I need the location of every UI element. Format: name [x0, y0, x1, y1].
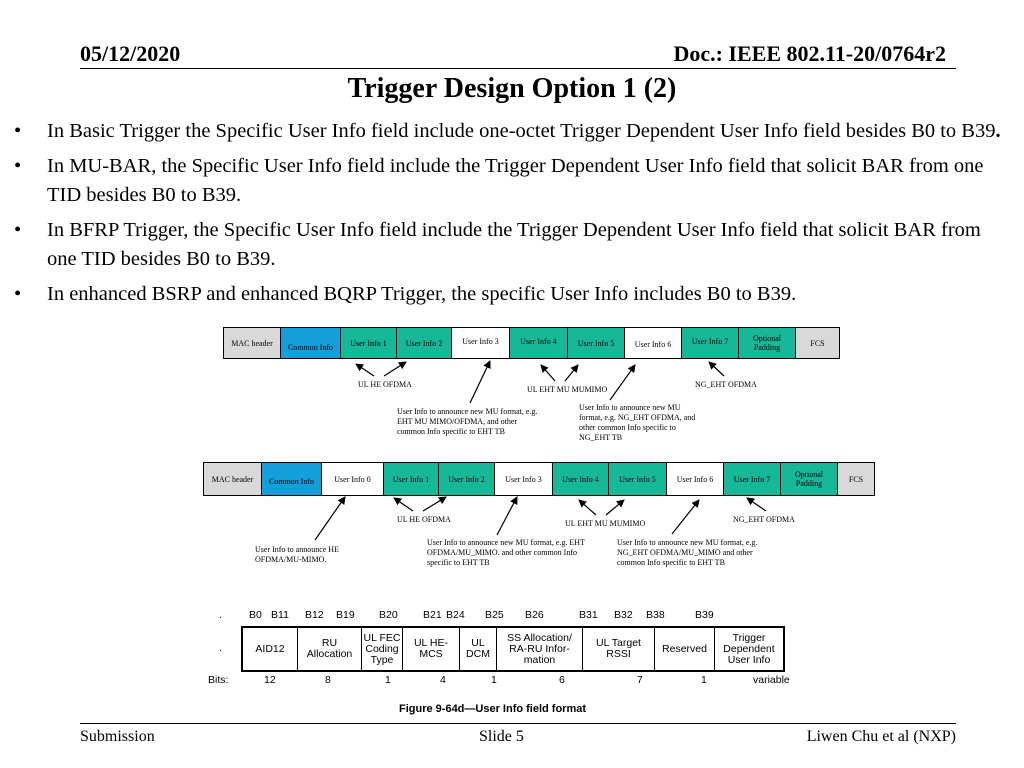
frame-field-user-info-6: User Info 6 — [667, 463, 724, 495]
bullet-list: • In Basic Trigger the Specific User Inf… — [14, 117, 1014, 315]
bullet-marker: • — [14, 283, 22, 305]
frame-field-fcs: FCS — [838, 463, 874, 495]
bit-count: 1 — [385, 674, 391, 686]
label-ng-eht-ofdma: NG_EHT OFDMA — [695, 380, 757, 389]
note-eht-user-info: User Info to announce new MU format, e.g… — [427, 538, 585, 567]
note-he-user-info: User Info to announce HE OFDMA/MU-MIMO. — [255, 545, 339, 564]
bit-position: B12 — [305, 609, 324, 621]
bit-position: B19 — [336, 609, 355, 621]
frame-field-common-info: Common Info — [281, 328, 341, 358]
field-ul-he-mcs: UL HE-MCS — [403, 628, 460, 670]
bullet-marker: • — [14, 120, 22, 142]
bullet-item: • In BFRP Trigger, the Specific User Inf… — [14, 216, 1014, 274]
label-ng-eht-ofdma: NG_EHT OFDMA — [733, 515, 795, 524]
bits-label: Bits: — [208, 674, 229, 686]
bit-position: B11 — [271, 609, 289, 621]
footer-submission: Submission — [80, 728, 155, 745]
frame-field-user-info-3: User Info 3 — [495, 463, 553, 495]
field-reserved: Reserved — [655, 628, 715, 670]
frame-field-mac-header: MAC header — [204, 463, 262, 495]
field-ul-target-rssi: UL Target RSSI — [583, 628, 655, 670]
trigger-frame-diagram-2: MAC header Common Info User Info 0 User … — [203, 462, 875, 496]
bit-count: 7 — [637, 674, 643, 686]
bit-count: variable — [753, 674, 790, 686]
bullet-item: • In enhanced BSRP and enhanced BQRP Tri… — [14, 280, 1014, 309]
bit-count: 1 — [491, 674, 497, 686]
bit-position: B32 — [614, 609, 633, 621]
user-info-field-format-table: AID12 RU Allocation UL FEC Coding Type U… — [241, 626, 785, 672]
bit-count: 8 — [325, 674, 331, 686]
frame-field-user-info-6: User Info 6 — [625, 328, 682, 358]
label-ul-he-ofdma: UL HE OFDMA — [397, 515, 451, 524]
row-dot: . — [219, 642, 222, 654]
row-dot: . — [219, 609, 222, 621]
frame-field-user-info-7: User Info 7 — [724, 463, 781, 495]
frame-field-user-info-1: User Info 1 — [341, 328, 397, 358]
field-ul-fec-coding-type: UL FEC Coding Type — [362, 628, 403, 670]
field-ss-allocation: SS Allocation/ RA-RU Infor-mation — [497, 628, 583, 670]
frame-field-user-info-1: User Info 1 — [384, 463, 439, 495]
bullet-text: In Basic Trigger the Specific User Info … — [47, 120, 996, 142]
field-ul-dcm: UL DCM — [460, 628, 497, 670]
bullet-marker: • — [14, 219, 22, 241]
bit-position: B25 — [485, 609, 504, 621]
frame-field-user-info-4: User Info 4 — [510, 328, 568, 358]
field-ru-allocation: RU Allocation — [298, 628, 362, 670]
bit-position: B39 — [695, 609, 714, 621]
bullet-item: • In MU-BAR, the Specific User Info fiel… — [14, 152, 1014, 210]
bullet-item: • In Basic Trigger the Specific User Inf… — [14, 117, 1014, 146]
frame-field-user-info-7: User Info 7 — [682, 328, 739, 358]
label-ul-eht-mu-mumimo: UL EHT MU MUMIMO — [527, 385, 608, 394]
bullet-suffix: . — [995, 120, 1001, 142]
bit-position: B38 — [646, 609, 665, 621]
bit-count: 1 — [701, 674, 707, 686]
frame-field-user-info-2: User Info 2 — [397, 328, 452, 358]
bit-position: B0 — [249, 609, 262, 621]
note-eht-user-info: User Info to announce new MU format, e.g… — [397, 407, 538, 436]
bit-position: B31 — [579, 609, 598, 621]
bullet-text: In MU-BAR, the Specific User Info field … — [47, 155, 984, 206]
frame-field-user-info-3: User Info 3 — [452, 328, 510, 358]
footer-divider — [80, 723, 956, 724]
bit-position: B26 — [525, 609, 544, 621]
figure-caption: Figure 9-64d—User Info field format — [399, 703, 587, 715]
frame-field-fcs: FCS — [796, 328, 839, 358]
trigger-frame-diagram-1: MAC header Common Info User Info 1 User … — [223, 327, 840, 359]
frame-field-user-info-5: User Info 5 — [568, 328, 625, 358]
frame-field-optional-padding: Optional Padding — [781, 463, 838, 495]
frame-field-common-info: Common Info — [262, 463, 322, 495]
label-ul-he-ofdma: UL HE OFDMA — [358, 380, 412, 389]
footer-slide-number: Slide 5 — [479, 728, 524, 745]
footer-authors: Liwen Chu et al (NXP) — [806, 728, 956, 745]
bullet-text: In enhanced BSRP and enhanced BQRP Trigg… — [47, 283, 797, 305]
header-divider — [80, 68, 956, 69]
field-aid12: AID12 — [243, 628, 298, 670]
frame-field-optional-padding: Optional Padding — [739, 328, 796, 358]
header-doc-number: Doc.: IEEE 802.11-20/0764r2 — [673, 41, 946, 66]
frame-field-mac-header: MAC header — [224, 328, 281, 358]
bit-count: 4 — [440, 674, 446, 686]
field-trigger-dependent-user-info: Trigger Dependent User Info — [723, 631, 775, 666]
frame-field-user-info-4: User Info 4 — [553, 463, 609, 495]
note-ng-eht-user-info: User Info to announce new MU format, e.g… — [579, 403, 696, 442]
bullet-text: In BFRP Trigger, the Specific User Info … — [47, 219, 981, 270]
label-ul-eht-mu-mumimo: UL EHT MU MUMIMO — [565, 519, 646, 528]
bit-count: 12 — [264, 674, 276, 686]
bit-position: B24 — [446, 609, 465, 621]
header-date: 05/12/2020 — [80, 41, 181, 66]
bit-position: B20 — [379, 609, 398, 621]
frame-field-user-info-2: User Info 2 — [439, 463, 495, 495]
frame-field-user-info-0: User Info 0 — [322, 463, 384, 495]
note-ng-eht-user-info: User Info to announce new MU format, e.g… — [617, 538, 758, 567]
bullet-marker: • — [14, 155, 22, 177]
slide-title: Trigger Design Option 1 (2) — [347, 73, 677, 104]
bit-position: B21 — [423, 609, 442, 621]
bit-count: 6 — [559, 674, 565, 686]
frame-field-user-info-5: User Info 5 — [609, 463, 667, 495]
